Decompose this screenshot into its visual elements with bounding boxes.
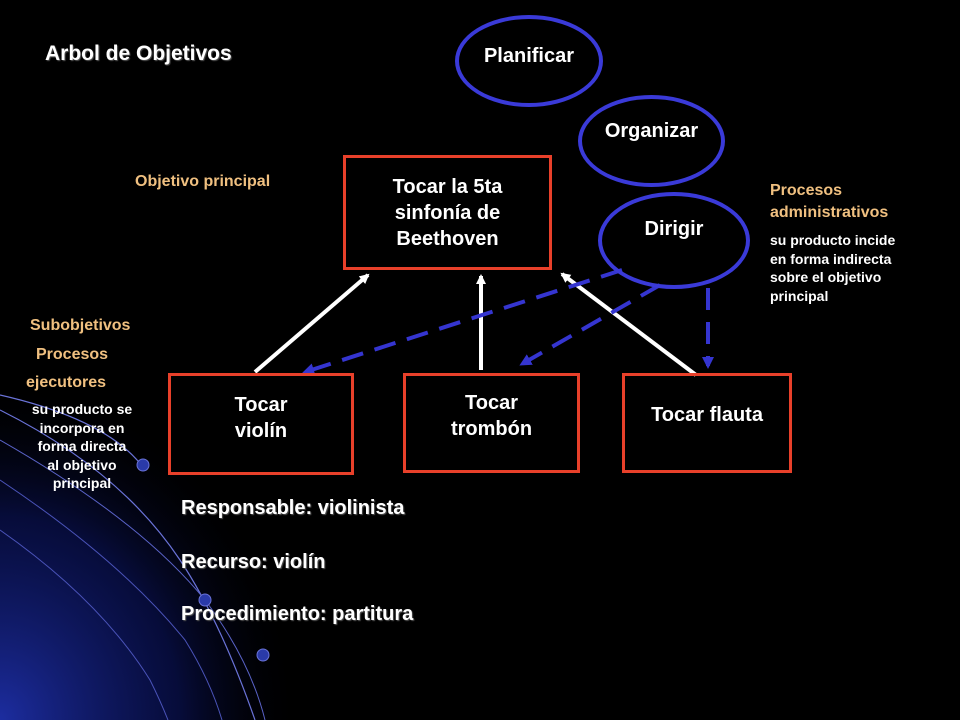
dirigir-label: Dirigir [644, 218, 704, 240]
admin-desc-line: principal [770, 287, 829, 304]
trombon-line2: trombón [450, 418, 533, 440]
flauta-line1: Tocar flauta [651, 404, 763, 426]
admin-desc-line: en forma indirecta [770, 250, 892, 267]
ellipse-organizar: Organizar [578, 95, 725, 187]
dashed-arrow-to-violin [302, 268, 623, 375]
objetivo-principal-label: Objetivo principal [135, 173, 271, 190]
procesos-ejecutores-line2: ejecutores [26, 374, 107, 391]
arrow-violin-to-main [253, 273, 370, 374]
box-tocar-violin: Tocar violín [168, 373, 354, 475]
admin-desc-line: sobre el objetivo [770, 269, 882, 285]
organizar-label: Organizar [604, 119, 699, 142]
diagram-title: Arbol de Objetivos [45, 42, 232, 65]
ejecutores-desc-line: su producto se [31, 401, 133, 417]
ejecutores-desc-line: forma directa [37, 438, 127, 454]
arrow-flute-to-main [560, 272, 698, 377]
trombon-line1: Tocar [465, 392, 518, 414]
ejecutores-desc-line: incorpora en [39, 419, 125, 436]
ellipse-dirigir: Dirigir [598, 192, 750, 289]
ellipse-planificar: Planificar [455, 15, 603, 107]
recurso-text: Recurso: violín [181, 551, 326, 573]
violin-line1: Tocar [234, 394, 288, 416]
box-tocar-trombon: Tocar trombón [403, 373, 580, 473]
responsable-text: Responsable: violinista [181, 497, 405, 519]
procedimiento-text: Procedimiento: partitura [181, 603, 414, 625]
main-objective-text: Tocar la 5ta sinfonía de Beethoven [392, 176, 503, 250]
planificar-label: Planificar [483, 45, 575, 67]
main-objective-box: Tocar la 5ta sinfonía de Beethoven [343, 155, 552, 270]
subobjetivos-label: Subobjetivos [30, 317, 131, 334]
violin-line2: violín [234, 420, 288, 442]
admin-heading-line1: Procesos [770, 182, 843, 199]
ejecutores-desc-line: principal [52, 475, 112, 491]
admin-desc-line: su producto incide [770, 232, 896, 248]
admin-heading-line2: administrativos [770, 204, 889, 221]
dashed-arrow-to-trombone [519, 283, 661, 366]
ejecutores-desc-line: al objetivo [47, 456, 117, 473]
ejecutores-description: su producto se incorpora en forma direct… [8, 400, 156, 493]
procesos-ejecutores-line1: Procesos [36, 346, 109, 363]
procesos-administrativos-heading: Procesos administrativos [770, 180, 888, 224]
box-tocar-flauta: Tocar flauta [622, 373, 792, 473]
admin-description: su producto incide en forma indirecta so… [770, 231, 895, 305]
